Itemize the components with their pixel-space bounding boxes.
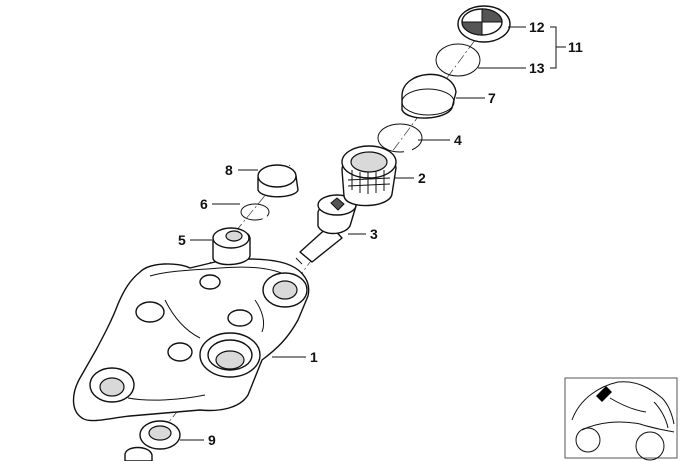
callout-4: 4 (454, 132, 462, 148)
callout-1: 1 (310, 349, 318, 365)
bushing-part-9 (124, 420, 181, 461)
roundel-emblem-icon (457, 5, 511, 43)
group-bracket-11 (550, 26, 566, 69)
bushing-part-5 (212, 227, 251, 266)
callout-7: 7 (488, 90, 496, 106)
motorcycle-location-icon (564, 377, 678, 461)
callout-13: 13 (529, 60, 545, 76)
callout-11: 11 (568, 39, 583, 55)
callout-3: 3 (370, 226, 378, 242)
circlip-part-4 (377, 123, 423, 154)
bolt-part-3 (295, 194, 357, 265)
bearing-part-2 (341, 145, 397, 207)
callout-9: 9 (208, 432, 216, 448)
cap-part-7 (401, 73, 457, 119)
circlip-part-6 (240, 203, 270, 221)
cap-part-8 (257, 164, 299, 198)
callout-5: 5 (178, 232, 186, 248)
ring-part-13 (435, 43, 481, 77)
axis-line-left (109, 164, 291, 386)
callout-8: 8 (225, 162, 233, 178)
callout-12: 12 (529, 19, 545, 35)
callout-6: 6 (200, 196, 208, 212)
callout-2: 2 (418, 170, 426, 186)
fork-bridge-part (72, 258, 310, 422)
